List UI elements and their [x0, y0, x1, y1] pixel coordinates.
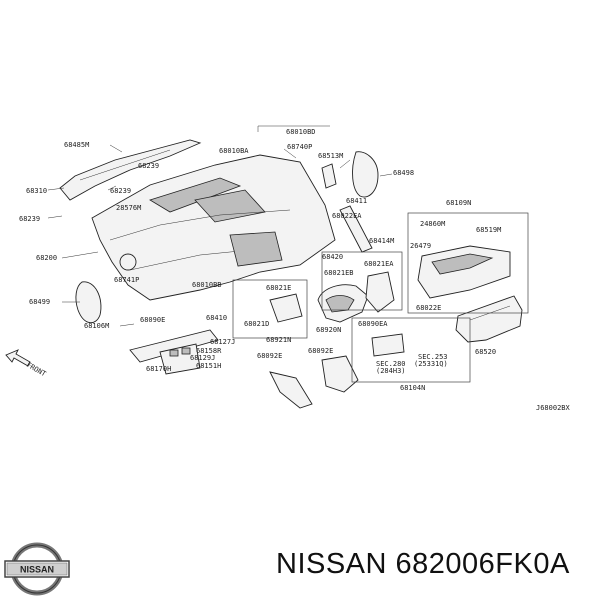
callout-label: 68499 — [29, 298, 50, 306]
callout-label: 68740P — [287, 143, 312, 151]
callout-label: 68239 — [138, 162, 159, 170]
callout-label: 68010BB — [192, 281, 222, 289]
callout-label: 68741P — [114, 276, 139, 284]
callout-label: 26479 — [410, 242, 431, 250]
callout-label: 68921N — [266, 336, 291, 344]
callout-label: 68151H — [196, 362, 221, 370]
callout-label: 68021EA — [364, 260, 394, 268]
callout-label: 68410 — [206, 314, 227, 322]
callout-label: 68420 — [322, 253, 343, 261]
side-cap-right — [352, 151, 379, 198]
callout-label: 68200 — [36, 254, 57, 262]
glove-box — [455, 295, 523, 343]
callout-label: 68414M — [369, 237, 394, 245]
callout-labels: 68485M 68239 68239 68310 68239 28576M 68… — [19, 128, 571, 412]
callout-label: 68022E — [416, 304, 441, 312]
callout-label: 28576M — [116, 204, 141, 212]
callout-box-glovebox — [407, 212, 529, 314]
callout-label: 68411 — [346, 197, 367, 205]
callout-box-bracket — [232, 279, 308, 339]
callout-label: 68106M — [84, 322, 109, 330]
callout-label: (25331Q) — [414, 360, 448, 368]
callout-label: 24860M — [420, 220, 445, 228]
callout-label: 68920N — [316, 326, 341, 334]
callout-label: 68021EB — [324, 269, 354, 277]
callout-label: 68519M — [476, 226, 501, 234]
callout-label: 68010BD — [286, 128, 316, 136]
callout-label: 68104N — [400, 384, 425, 392]
front-label: FRONT — [25, 361, 48, 379]
callout-label: 68520 — [475, 348, 496, 356]
drawing-code: J68002BX — [536, 404, 571, 412]
front-arrow-icon — [5, 349, 31, 367]
callout-label: 68158R — [196, 347, 222, 355]
callout-box-switch — [351, 317, 471, 383]
callout-label: 68109N — [446, 199, 471, 207]
callout-label: 68021D — [244, 320, 269, 328]
callout-label: 68090EA — [358, 320, 388, 328]
callout-label: 68092E — [257, 352, 282, 360]
callout-label: 68498 — [393, 169, 414, 177]
callout-label: 68092E — [308, 347, 333, 355]
glove-box-lid — [417, 245, 511, 299]
callout-label: 68170H — [146, 365, 171, 373]
callout-box-68021ea — [321, 251, 403, 311]
part-number-title: NISSAN 682006FK0A — [276, 548, 570, 580]
callout-label: 68239 — [110, 187, 131, 195]
callout-label: 68310 — [26, 187, 47, 195]
callout-label: 68129J — [190, 354, 215, 362]
callout-label: 68090E — [140, 316, 165, 324]
callout-label: 68022EA — [332, 212, 362, 220]
callout-label: 68239 — [19, 215, 40, 223]
instrument-panel — [91, 154, 336, 301]
callout-label: 68513M — [318, 152, 343, 160]
callout-label: SEC.280 — [376, 360, 406, 368]
callout-label: 68485M — [64, 141, 89, 149]
callout-label: 68127J — [210, 338, 235, 346]
callout-label: 68010BA — [219, 147, 249, 155]
callout-label: 68021E — [266, 284, 291, 292]
callout-label: SEC.253 — [418, 353, 448, 361]
side-cap-left — [75, 281, 102, 324]
nissan-logo-icon: NISSAN — [4, 542, 70, 596]
callout-label: (284H3) — [376, 367, 406, 375]
logo-wordmark: NISSAN — [20, 565, 54, 575]
lower-panel-left — [129, 329, 219, 363]
dash-top-cover — [59, 139, 202, 201]
